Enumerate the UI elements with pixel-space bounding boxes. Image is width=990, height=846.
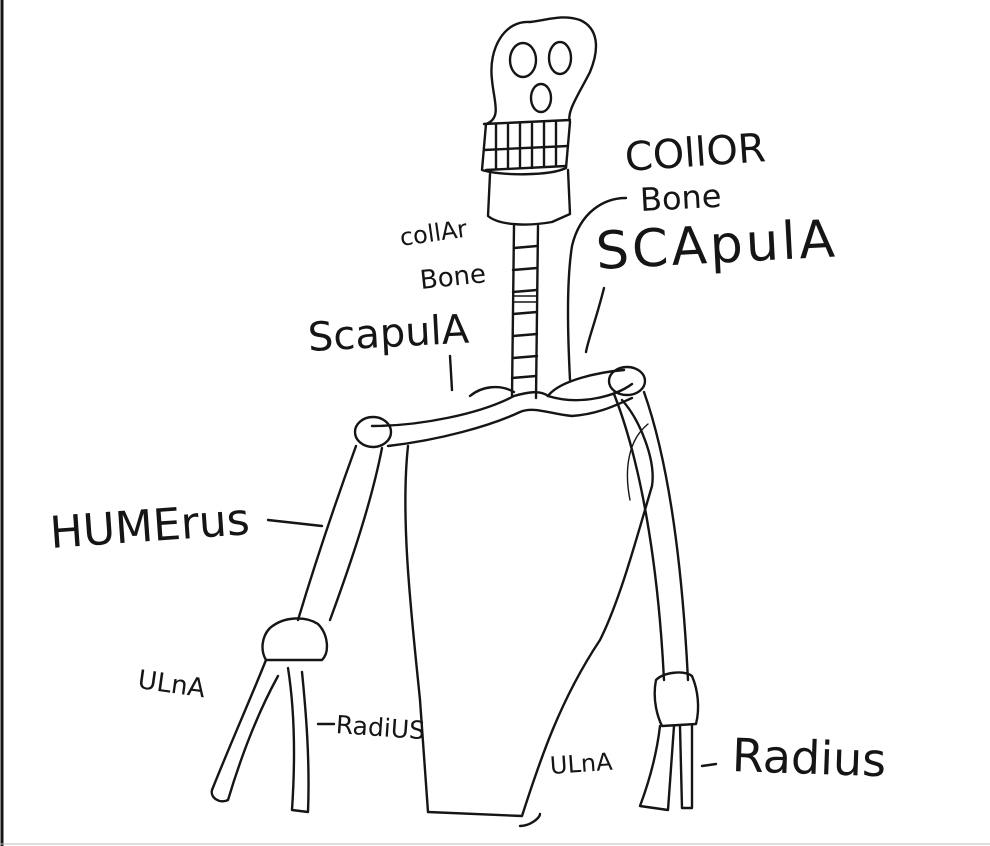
leader-lines: [268, 356, 716, 766]
collar-bones: [372, 370, 632, 446]
elbow-joint-right: [655, 673, 698, 726]
humerus-leader: [268, 520, 322, 526]
skull-jaw: [488, 170, 570, 224]
label-radius-left: RadiUS: [335, 712, 426, 743]
radius-right-leader: [702, 764, 716, 766]
ulna-right: [640, 726, 674, 810]
radius-right: [680, 726, 692, 808]
label-ulna-right: ULnA: [549, 750, 613, 778]
label-collar-bone-right: COllOR: [624, 128, 767, 178]
arm-right: [614, 392, 698, 810]
shoulder-joint-right: [609, 367, 645, 395]
skull-eye-right: [549, 42, 571, 74]
skull-eye-left: [510, 43, 536, 77]
humerus-left: [298, 446, 356, 620]
scapula-left-leader: [450, 356, 452, 390]
spine: [512, 226, 538, 398]
torso: [405, 400, 652, 826]
label-bone-right: Bone: [639, 180, 722, 216]
skull-nose: [531, 84, 551, 112]
ulna-left: [212, 660, 278, 801]
label-scapula-right: SCApulA: [595, 213, 839, 278]
label-scapula-left: ScapulA: [307, 310, 470, 358]
elbow-joint-left: [263, 618, 327, 660]
skull: [482, 17, 596, 224]
shoulder-joint-left: [355, 417, 391, 447]
label-radius-right: Radius: [731, 732, 887, 783]
radius-left: [288, 668, 309, 812]
label-bone-left: Bone: [419, 261, 488, 294]
